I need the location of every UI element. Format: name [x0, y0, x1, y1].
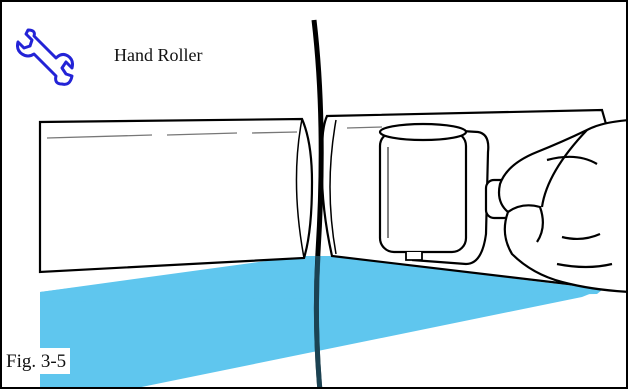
divider-blue-segment [313, 255, 323, 387]
left-panel-dash-line [46, 131, 298, 139]
roller-end-cap [405, 252, 423, 261]
left-panel-curve [295, 118, 305, 259]
figure-caption: Fig. 3-5 [2, 348, 71, 374]
right-panel-curve [329, 119, 337, 255]
tool-label: Hand Roller [114, 45, 203, 65]
roller [378, 122, 468, 254]
hand [497, 119, 626, 293]
left-panel [38, 117, 314, 274]
blue-film-upper [40, 256, 602, 302]
wrench-icon [16, 28, 74, 86]
